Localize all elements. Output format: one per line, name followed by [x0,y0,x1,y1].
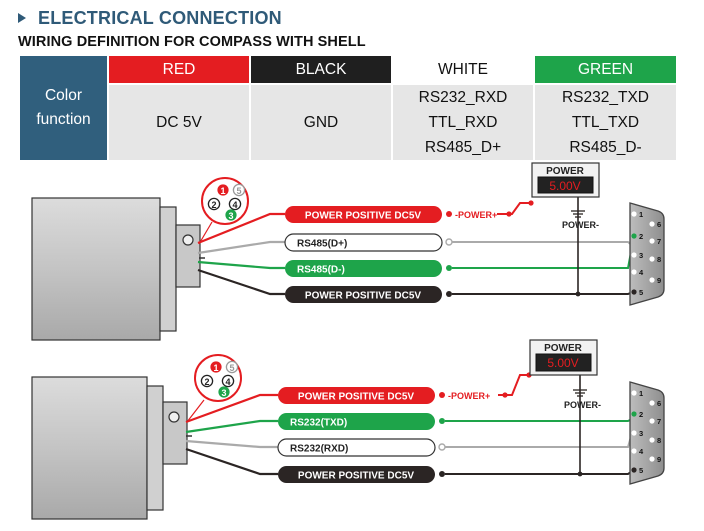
svg-text:RS232(RXD): RS232(RXD) [290,444,348,455]
compass-body-1 [31,197,205,341]
svg-text:6: 6 [657,220,661,229]
connector2-pin-2-icon: 2 [200,374,214,388]
function-red-1: DC 5V [156,114,202,131]
color-header-white: WHITE [392,56,535,83]
wire2-label-rs232-rxd: RS232(RXD) [277,438,436,457]
wire2-label-power-positive-black: POWER POSITIVE DC5V [278,466,435,483]
section-subtitle: WIRING DEFINITION FOR COMPASS WITH SHELL [18,34,366,50]
function-black-1: GND [303,114,339,131]
svg-text:4: 4 [639,447,644,456]
svg-text:5: 5 [639,288,643,297]
svg-text:5.00V: 5.00V [547,356,578,370]
svg-text:5.00V: 5.00V [549,179,580,193]
svg-text:3: 3 [228,211,233,221]
svg-text:1: 1 [639,210,643,219]
power-plus-label-2: -POWER+ [448,391,490,401]
svg-text:POWER POSITIVE DC5V: POWER POSITIVE DC5V [298,471,414,482]
function-cell-white: RS232_RXD TTL_RXD RS485_D+ [392,85,535,160]
wiring-table: Color function RED BLACK WHITE GREEN DC … [20,56,676,160]
svg-text:1: 1 [220,186,225,196]
row-label-line-1: Color [44,87,83,104]
wire2-label-rs232-txd: RS232(TXD) [278,413,435,430]
svg-text:8: 8 [657,255,661,264]
svg-text:5: 5 [229,363,234,373]
connector2-pin-1-icon: 1 [210,361,222,373]
function-white-3: RS485_D+ [424,139,502,156]
svg-text:4: 4 [225,377,230,387]
svg-text:POWER POSITIVE DC5V: POWER POSITIVE DC5V [298,392,414,403]
svg-text:6: 6 [657,399,661,408]
svg-text:POWER: POWER [546,166,585,177]
wire-label-rs485-dminus: RS485(D-) [285,260,442,277]
svg-text:RS232(TXD): RS232(TXD) [290,418,347,429]
section-title: ELECTRICAL CONNECTION [38,7,282,28]
svg-text:1: 1 [213,363,218,373]
svg-text:9: 9 [657,276,661,285]
function-cell-black: GND [250,85,393,160]
svg-text:2: 2 [639,410,643,419]
connector-pin-4-icon: 4 [228,197,242,211]
function-green-1: RS232_TXD [561,89,649,106]
svg-text:2: 2 [211,200,216,210]
svg-text:1: 1 [639,389,643,398]
svg-text:3: 3 [639,251,643,260]
svg-text:POWER POSITIVE DC5V: POWER POSITIVE DC5V [305,291,421,302]
wire-label-power-positive-black: POWER POSITIVE DC5V [285,286,442,303]
svg-text:POWER: POWER [544,343,583,354]
wire2-label-power-positive-red: POWER POSITIVE DC5V [278,387,435,404]
svg-text:RS485(D-): RS485(D-) [297,265,345,276]
diagram-rs232: 1 5 2 4 3 POWER POSITIVE DC5V RS232(TXD) [31,339,665,520]
function-cell-green: RS232_TXD TTL_TXD RS485_D- [534,85,676,160]
connector-pin-2-icon: 2 [207,197,221,211]
function-cell-red: DC 5V [108,85,251,160]
connector2-pin-5-icon: 5 [225,360,239,374]
color-header-black: BLACK [250,56,393,83]
function-green-3: RS485_D- [569,139,642,156]
svg-text:5: 5 [236,186,241,196]
diagram-rs485: 1 5 2 4 3 POWER POSITIVE DC5V RS485(D+) [31,162,665,341]
wire-label-rs485-dplus: RS485(D+) [284,233,443,252]
svg-text:POWER POSITIVE DC5V: POWER POSITIVE DC5V [305,211,421,222]
wire-label-power-positive-red: POWER POSITIVE DC5V [285,206,442,223]
color-header-red: RED [108,56,251,83]
svg-text:RS485(D+): RS485(D+) [297,239,347,250]
connector-pin-5-icon: 5 [232,183,246,197]
color-header-green: GREEN [534,56,676,83]
power-supply-box-2: POWER 5.00V [529,339,598,376]
connector2-pin-3-icon: 3 [218,386,230,398]
svg-text:4: 4 [232,200,237,210]
svg-text:2: 2 [204,377,209,387]
svg-text:8: 8 [657,436,661,445]
function-white-1: RS232_RXD [418,89,508,106]
db9-connector-1: 1 2 3 4 5 6 7 8 9 [629,202,665,306]
section-header: ELECTRICAL CONNECTION [18,6,282,30]
power-plus-label-1: -POWER+ [455,210,497,220]
svg-text:3: 3 [639,429,643,438]
svg-text:9: 9 [657,455,661,464]
svg-text:5: 5 [639,466,643,475]
connector-pin-3-icon: 3 [225,209,237,221]
power-supply-box-1: POWER 5.00V [531,162,600,198]
connector2-pin-4-icon: 4 [221,374,235,388]
row-label-line-2: function [36,111,91,128]
triangle-bullet-icon [18,13,26,23]
power-minus-label-2: POWER- [564,400,601,410]
db9-connector-2: 1 2 3 4 5 6 7 8 9 [629,381,665,485]
function-green-2: TTL_TXD [571,114,640,131]
row-label-cell: Color function [20,56,109,160]
power-minus-label-1: POWER- [562,220,599,230]
function-white-2: TTL_RXD [428,114,498,131]
svg-text:7: 7 [657,237,661,246]
svg-text:2: 2 [639,232,643,241]
svg-text:3: 3 [221,388,226,398]
compass-body-2 [31,376,192,520]
connector-pin-1-icon: 1 [217,184,229,196]
svg-text:4: 4 [639,268,644,277]
svg-text:7: 7 [657,417,661,426]
